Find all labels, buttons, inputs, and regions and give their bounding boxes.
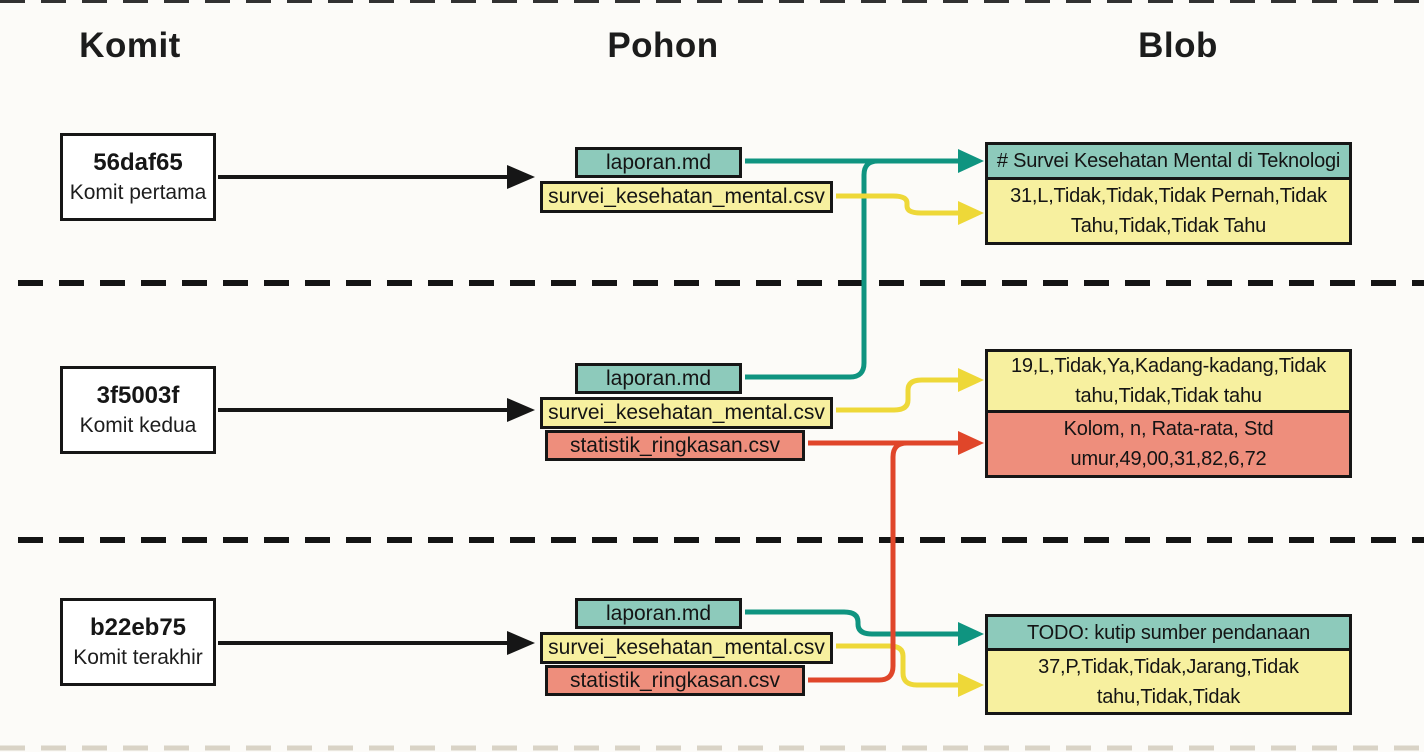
edge-tree3-survei-to-blob37 bbox=[836, 643, 961, 688]
black-arrowheads bbox=[507, 165, 535, 655]
tree2-file-survei-csv: survei_kesehatan_mental.csv bbox=[540, 397, 833, 429]
commit-hash: 56daf65 bbox=[93, 149, 183, 177]
blob-line: tahu,Tidak,Tidak tahu bbox=[1075, 385, 1262, 407]
commit-label: Komit terakhir bbox=[73, 645, 203, 669]
column-header-commit: Komit bbox=[79, 26, 181, 65]
arrowhead-red-blob-kolom bbox=[958, 431, 984, 455]
blob-line: 37,P,Tidak,Tidak,Jarang,Tidak bbox=[1038, 655, 1299, 678]
arrowhead-yellow-blob31 bbox=[958, 201, 984, 225]
blob-line: 19,L,Tidak,Ya,Kadang-kadang,Tidak bbox=[1010, 355, 1327, 377]
blob-todo: TODO: kutip sumber pendanaan bbox=[985, 614, 1352, 651]
column-header-blob: Blob bbox=[1138, 26, 1218, 65]
arrowhead-teal-blob-todo bbox=[958, 622, 984, 646]
arrowhead-commit1 bbox=[507, 165, 535, 189]
tree1-file-laporan-md: laporan.md bbox=[575, 147, 742, 178]
blob-line: tahu,Tidak,Tidak bbox=[1096, 685, 1241, 708]
commit-hash: 3f5003f bbox=[96, 382, 180, 410]
edge-tree1-survei-to-blob31 bbox=[836, 193, 961, 216]
column-header-tree: Pohon bbox=[607, 26, 719, 65]
blob-kolom-stats: Kolom, n, Rata-rata, Std umur,49,00,31,8… bbox=[985, 410, 1352, 478]
tree3-file-laporan-md: laporan.md bbox=[575, 598, 742, 629]
yellow-edges bbox=[836, 193, 961, 688]
blob-line: 31,L,Tidak,Tidak,Tidak Pernah,Tidak bbox=[1010, 185, 1327, 207]
arrowhead-teal-blob-heading bbox=[958, 149, 984, 173]
arrowhead-commit3 bbox=[507, 631, 535, 655]
edge-tree2-survei-to-blob19 bbox=[836, 377, 961, 413]
arrowhead-yellow-blob37 bbox=[958, 673, 984, 697]
commit-tree-arrows bbox=[218, 175, 510, 645]
edge-tree3-laporan-to-blob-todo bbox=[745, 609, 961, 637]
blob-line: TODO: kutip sumber pendanaan bbox=[1026, 621, 1311, 644]
blob-line: # Survei Kesehatan Mental di Teknologi bbox=[996, 150, 1341, 172]
blob-survei-kesehatan-heading: # Survei Kesehatan Mental di Teknologi bbox=[985, 142, 1352, 180]
blob-line: Kolom, n, Rata-rata, Std bbox=[1063, 418, 1274, 440]
tree2-file-statistik-csv: statistik_ringkasan.csv bbox=[545, 430, 805, 461]
arrowhead-commit2 bbox=[507, 398, 535, 422]
blob-row-19: 19,L,Tidak,Ya,Kadang-kadang,Tidak tahu,T… bbox=[985, 349, 1352, 413]
commit-box-1: 56daf65 Komit pertama bbox=[60, 133, 216, 221]
blob-row-37: 37,P,Tidak,Tidak,Jarang,Tidak tahu,Tidak… bbox=[985, 648, 1352, 715]
blob-line: umur,49,00,31,82,6,72 bbox=[1070, 448, 1267, 470]
colored-arrowheads bbox=[958, 149, 984, 697]
tree1-file-survei-csv: survei_kesehatan_mental.csv bbox=[540, 181, 833, 213]
blob-row-31: 31,L,Tidak,Tidak,Tidak Pernah,Tidak Tahu… bbox=[985, 177, 1352, 245]
arrowhead-yellow-blob19 bbox=[958, 368, 984, 392]
commit-hash: b22eb75 bbox=[89, 614, 187, 642]
commit-label: Komit pertama bbox=[69, 180, 207, 204]
tree3-file-survei-csv: survei_kesehatan_mental.csv bbox=[540, 632, 833, 664]
blob-line: Tahu,Tidak,Tidak Tahu bbox=[1070, 215, 1267, 237]
commit-box-3: b22eb75 Komit terakhir bbox=[60, 598, 216, 686]
commit-label: Komit kedua bbox=[79, 413, 197, 437]
commit-box-2: 3f5003f Komit kedua bbox=[60, 366, 216, 454]
tree2-file-laporan-md: laporan.md bbox=[575, 363, 742, 394]
tree3-file-statistik-csv: statistik_ringkasan.csv bbox=[545, 665, 805, 696]
